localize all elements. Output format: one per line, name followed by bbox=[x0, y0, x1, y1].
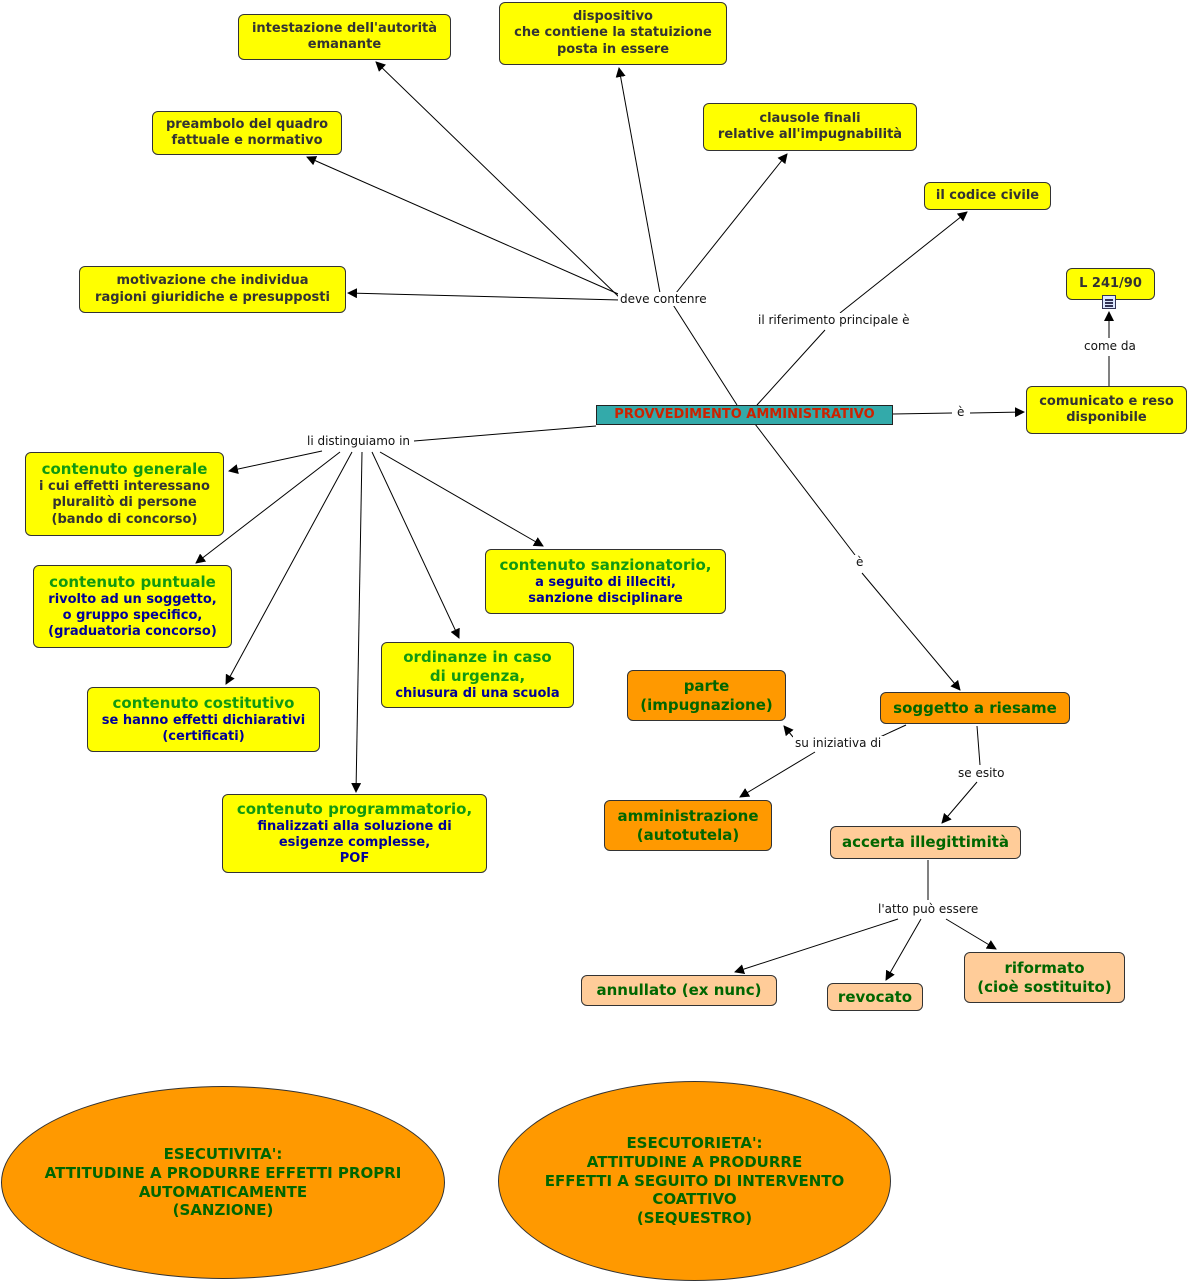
label-riferimento-principale: il riferimento principale è bbox=[756, 313, 912, 327]
main-node[interactable]: PROVVEDIMENTO AMMINISTRATIVO bbox=[596, 405, 893, 425]
node-contenuto-sanzionatorio[interactable]: contenuto sanzionatorio, a seguito di il… bbox=[485, 549, 726, 614]
node-soggetto-a-riesame[interactable]: soggetto a riesame bbox=[880, 692, 1070, 724]
node-line: soggetto a riesame bbox=[893, 698, 1057, 717]
node-title: contenuto programmatorio, bbox=[236, 799, 473, 818]
node-line: accerta illegittimità bbox=[841, 833, 1009, 852]
node-dispositivo[interactable]: dispositivo che contiene la statuizione … bbox=[499, 2, 727, 65]
node-line: rivolto ad un soggetto, bbox=[48, 591, 217, 607]
node-line: ATTITUDINE A PRODURRE bbox=[586, 1152, 803, 1171]
node-parte[interactable]: parte (impugnazione) bbox=[627, 670, 786, 721]
node-line: (certificati) bbox=[162, 728, 245, 744]
node-line: AUTOMATICAMENTE bbox=[138, 1182, 308, 1201]
node-line: parte bbox=[683, 676, 730, 695]
node-line: sanzione disciplinare bbox=[528, 590, 683, 606]
label-li-distinguiamo: li distinguiamo in bbox=[305, 434, 413, 448]
node-title: di urgenza, bbox=[429, 666, 526, 685]
node-line: dispositivo bbox=[572, 9, 653, 25]
node-line: riformato bbox=[1004, 958, 1085, 977]
node-ordinanze[interactable]: ordinanze in caso di urgenza, chiusura d… bbox=[381, 642, 574, 708]
node-line: (autotutela) bbox=[636, 825, 740, 844]
node-title: contenuto puntuale bbox=[49, 572, 216, 591]
node-line: annullato (ex nunc) bbox=[596, 981, 762, 1000]
node-preambolo[interactable]: preambolo del quadro fattuale e normativ… bbox=[152, 111, 342, 155]
node-line: relative all'impugnabilità bbox=[717, 127, 903, 142]
node-title: contenuto costitutivo bbox=[112, 693, 295, 712]
label-come-da: come da bbox=[1082, 339, 1138, 353]
node-contenuto-programmatorio[interactable]: contenuto programmatorio, finalizzati al… bbox=[222, 794, 487, 873]
label-se-esito: se esito bbox=[956, 766, 1007, 780]
node-line: posta in essere bbox=[556, 41, 670, 57]
node-line: (bando di concorso) bbox=[51, 511, 198, 527]
node-line: pluralitò di persone bbox=[52, 495, 197, 511]
node-line: preambolo del quadro bbox=[165, 116, 329, 132]
node-line: il codice civile bbox=[935, 187, 1040, 203]
document-icon[interactable] bbox=[1102, 295, 1116, 309]
node-line: ragioni giuridiche e presupposti bbox=[95, 289, 330, 305]
node-line: comunicato e reso bbox=[1039, 393, 1174, 409]
node-line: ESECUTORIETA': bbox=[626, 1134, 763, 1153]
node-motivazione[interactable]: motivazione che individua ragioni giurid… bbox=[79, 266, 346, 313]
label-deve-contenere: deve contenre bbox=[618, 292, 709, 306]
node-line: amministrazione bbox=[617, 806, 759, 825]
node-contenuto-generale[interactable]: contenuto generale i cui effetti interes… bbox=[25, 452, 224, 536]
node-riformato[interactable]: riformato (cioè sostituito) bbox=[964, 952, 1125, 1003]
node-line: (graduatoria concorso) bbox=[48, 624, 217, 639]
node-accerta-illegittimita[interactable]: accerta illegittimità bbox=[830, 826, 1021, 859]
node-title: contenuto generale bbox=[41, 460, 208, 479]
node-line: L 241/90 bbox=[1079, 275, 1142, 291]
node-line: ATTITUDINE A PRODURRE EFFETTI PROPRI bbox=[44, 1163, 402, 1182]
node-title: contenuto sanzionatorio, bbox=[499, 555, 712, 574]
node-line: disponibile bbox=[1066, 410, 1147, 425]
node-contenuto-costitutivo[interactable]: contenuto costitutivo se hanno effetti d… bbox=[87, 687, 320, 752]
label-e-down: è bbox=[854, 555, 866, 569]
node-line: intestazione dell'autorità bbox=[251, 20, 438, 36]
node-line: emanante bbox=[307, 37, 382, 52]
node-clausole[interactable]: clausole finali relative all'impugnabili… bbox=[703, 103, 917, 151]
node-line: o gruppo specifico, bbox=[62, 607, 203, 623]
node-line: fattuale e normativo bbox=[171, 133, 323, 148]
node-comunicato[interactable]: comunicato e reso disponibile bbox=[1026, 386, 1187, 434]
node-line: (cioè sostituito) bbox=[977, 977, 1112, 996]
node-line: revocato bbox=[837, 987, 913, 1006]
node-title: ordinanze in caso bbox=[403, 648, 552, 667]
node-legge-241-90[interactable]: L 241/90 bbox=[1066, 268, 1155, 300]
node-annullato[interactable]: annullato (ex nunc) bbox=[581, 975, 777, 1006]
node-line: chiusura di una scuola bbox=[395, 685, 560, 701]
label-atto-puo-essere: l'atto può essere bbox=[876, 902, 981, 916]
node-line: (SEQUESTRO) bbox=[636, 1209, 753, 1228]
ellipse-esecutivita[interactable]: ESECUTIVITA': ATTITUDINE A PRODURRE EFFE… bbox=[1, 1086, 445, 1279]
node-line: che contiene la statuizione bbox=[514, 25, 712, 41]
node-line: (impugnazione) bbox=[640, 695, 773, 714]
node-line: clausole finali bbox=[759, 110, 861, 126]
node-line: a seguito di illeciti, bbox=[535, 574, 676, 590]
node-line: motivazione che individua bbox=[116, 273, 309, 289]
node-amministrazione[interactable]: amministrazione (autotutela) bbox=[604, 800, 772, 851]
node-line: i cui effetti interessano bbox=[39, 479, 210, 494]
node-intestazione[interactable]: intestazione dell'autorità emanante bbox=[238, 14, 451, 60]
node-line: COATTIVO bbox=[652, 1190, 737, 1209]
label-su-iniziativa: su iniziativa di bbox=[793, 736, 884, 750]
label-e-right: è bbox=[955, 405, 967, 419]
node-line: POF bbox=[339, 851, 370, 866]
node-line: EFFETTI A SEGUITO DI INTERVENTO bbox=[544, 1171, 845, 1190]
node-line: esigenze complesse, bbox=[278, 834, 431, 850]
node-contenuto-puntuale[interactable]: contenuto puntuale rivolto ad un soggett… bbox=[33, 565, 232, 648]
ellipse-esecutorieta[interactable]: ESECUTORIETA': ATTITUDINE A PRODURRE EFF… bbox=[498, 1081, 891, 1281]
node-line: finalizzati alla soluzione di bbox=[257, 818, 452, 834]
node-line: se hanno effetti dichiarativi bbox=[101, 712, 306, 728]
node-codice-civile[interactable]: il codice civile bbox=[924, 182, 1051, 210]
node-revocato[interactable]: revocato bbox=[827, 983, 923, 1011]
main-node-label: PROVVEDIMENTO AMMINISTRATIVO bbox=[614, 406, 875, 422]
node-line: ESECUTIVITA': bbox=[163, 1145, 283, 1163]
node-line: (SANZIONE) bbox=[172, 1201, 274, 1220]
